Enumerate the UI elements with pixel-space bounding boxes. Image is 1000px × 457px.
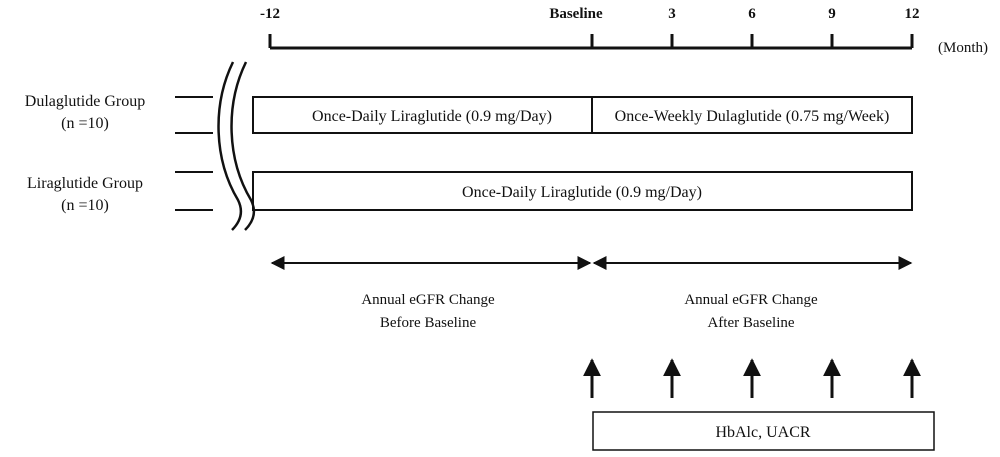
dulaglutide-group-name: Dulaglutide Group bbox=[25, 93, 145, 110]
liraglutide-segment-label: Once-Daily Liraglutide (0.9 mg/Day) bbox=[462, 184, 702, 201]
treatment-bars: Once-Daily Liraglutide (0.9 mg/Day) Once… bbox=[252, 96, 913, 211]
dulaglutide-segment-post-label: Once-Weekly Dulaglutide (0.75 mg/Week) bbox=[615, 108, 890, 125]
timeline-tick-label: 9 bbox=[828, 6, 836, 22]
liraglutide-group-name: Liraglutide Group bbox=[27, 175, 143, 192]
dulaglutide-group-n: (n =10) bbox=[61, 115, 109, 132]
dulaglutide-bar-outline bbox=[252, 96, 913, 134]
after-baseline-label-line2: After Baseline bbox=[707, 315, 794, 331]
timeline-axis: -12 Baseline 3 6 9 12 (Month) bbox=[260, 6, 988, 56]
break-symbol-right bbox=[230, 61, 256, 231]
measurement-box-outline bbox=[592, 411, 935, 451]
timeline-tick-label: -12 bbox=[260, 6, 280, 22]
liraglutide-group-n: (n =10) bbox=[61, 197, 109, 214]
timeline-tick-label: 12 bbox=[905, 6, 920, 22]
timeline-tick-label: 3 bbox=[668, 6, 676, 22]
dulaglutide-segment-pre-label: Once-Daily Liraglutide (0.9 mg/Day) bbox=[312, 108, 552, 125]
period-arrows: Annual eGFR Change Before Baseline Annua… bbox=[270, 256, 913, 331]
before-baseline-label-line1: Annual eGFR Change bbox=[361, 292, 495, 308]
timeline-tick-label: 6 bbox=[748, 6, 756, 22]
liraglutide-bar-outline bbox=[252, 171, 913, 211]
measurement-arrows bbox=[583, 358, 921, 398]
axis-break bbox=[175, 61, 256, 231]
break-symbol-left bbox=[217, 61, 243, 231]
after-baseline-label-line1: Annual eGFR Change bbox=[684, 292, 818, 308]
month-unit-label: (Month) bbox=[938, 40, 988, 56]
timeline-tick-label: Baseline bbox=[549, 6, 603, 22]
before-baseline-label-line2: Before Baseline bbox=[380, 315, 477, 331]
measurement-box: HbAlc, UACR bbox=[592, 411, 935, 451]
measurement-label: HbAlc, UACR bbox=[715, 424, 810, 441]
group-labels: Dulaglutide Group (n =10) Liraglutide Gr… bbox=[25, 93, 145, 214]
